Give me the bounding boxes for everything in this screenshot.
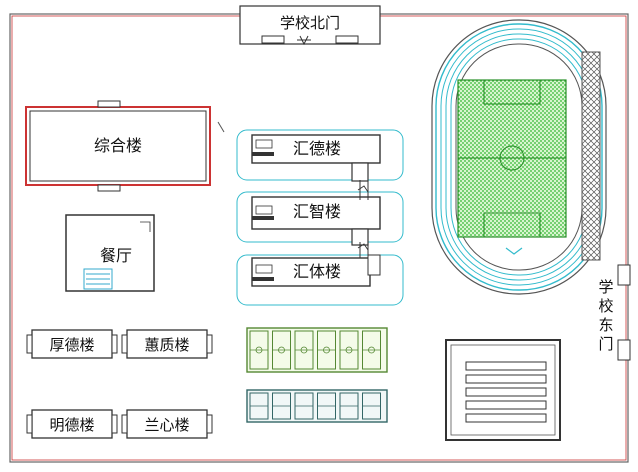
north-gate: 学校北门 [239,5,381,46]
gymnasium [445,339,561,441]
east-gate-label-1: 学 [598,278,613,296]
path-mark [217,121,225,133]
court-center-circle [323,346,330,354]
basketball-courts [246,327,388,373]
court-center-circle [278,346,285,354]
canteen-label: 餐厅 [100,246,132,265]
mingde-building: 明德楼 [26,409,118,439]
lanxin-building: 兰心楼 [121,409,213,439]
court-center-circle [368,346,375,354]
huizhi-building-label: 汇智楼 [293,202,341,221]
court-center-circle [345,346,353,354]
complex-building-label: 综合楼 [94,136,142,155]
court-center-circle [255,346,263,354]
grandstand [581,51,601,261]
huide-building: 汇德楼 [236,129,404,182]
huide-building-label: 汇德楼 [293,139,341,158]
huizhi-building: 汇智楼 [236,191,404,246]
huizhi2-building: 蕙质楼 [121,329,213,359]
mingde-building-label: 明德楼 [49,416,94,434]
sports-ground [431,19,607,295]
huiti-building: 汇体楼 [236,254,404,306]
east-gate-label-2: 校 [598,297,613,315]
houde-building-label: 厚德楼 [49,336,94,354]
east-gate-label-3: 东 [598,316,613,334]
east-gate: 学 校 东 门 [598,264,631,361]
huizhi2-building-label: 蕙质楼 [144,336,189,354]
houde-building: 厚德楼 [26,329,118,359]
court-center-circle [300,346,308,354]
huiti-building-label: 汇体楼 [293,262,341,281]
east-gate-label-4: 门 [598,335,613,353]
north-gate-label: 学校北门 [280,14,340,32]
lanxin-building-label: 兰心楼 [144,416,189,434]
complex-building: 综合楼 [25,100,211,192]
canteen: 餐厅 [65,214,155,292]
volleyball-courts [246,389,388,423]
building-corridor [357,180,369,258]
